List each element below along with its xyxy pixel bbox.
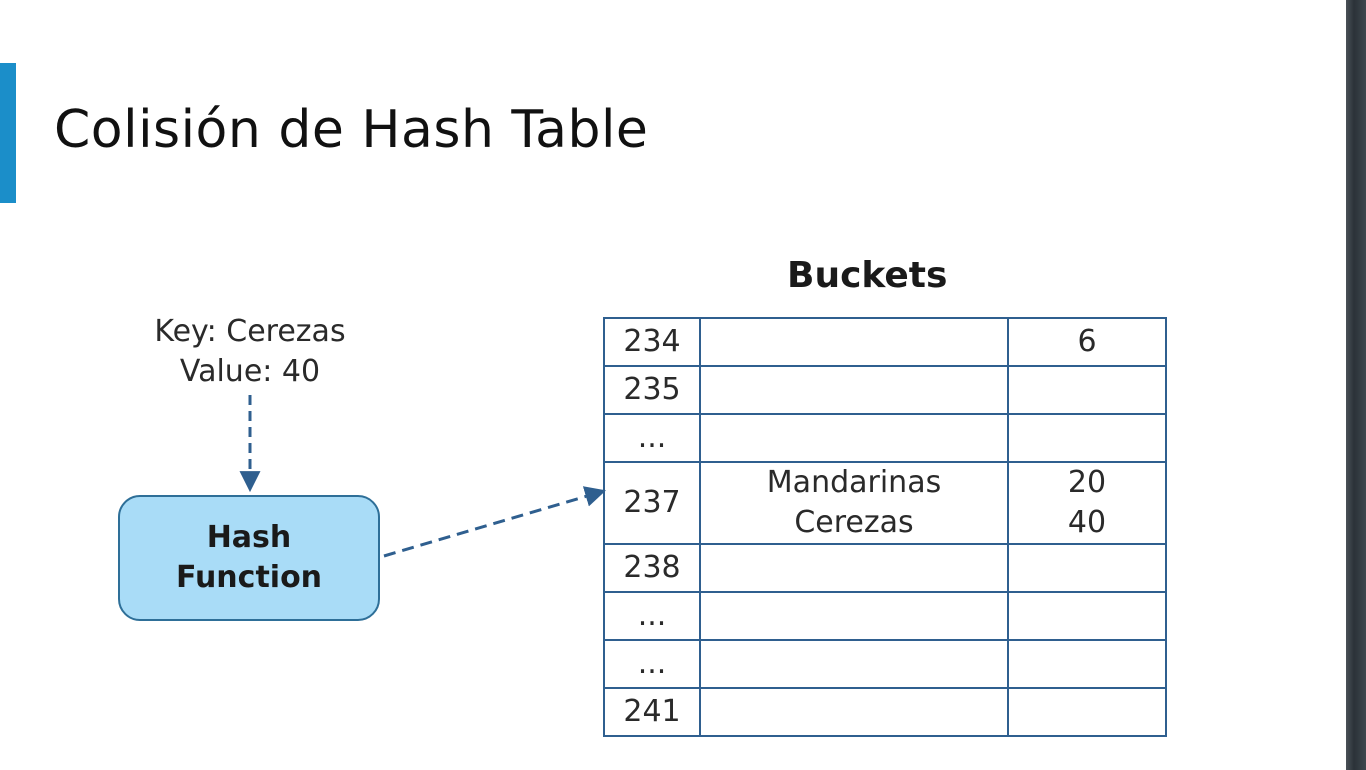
input-pair: Key: Cerezas Value: 40	[100, 312, 400, 392]
bucket-keys	[699, 317, 1009, 367]
bucket-row: 234 6	[603, 317, 1167, 367]
bucket-row: 238	[603, 543, 1167, 593]
bucket-keys	[699, 591, 1009, 641]
hash-function-line-2: Function	[175, 560, 323, 595]
bucket-values	[1007, 639, 1167, 689]
bucket-row: 241	[603, 687, 1167, 737]
bucket-value: 40	[1067, 505, 1107, 540]
bucket-row: 235	[603, 365, 1167, 415]
input-key: Key: Cerezas	[154, 314, 346, 349]
bucket-keys	[699, 365, 1009, 415]
buckets-title: Buckets	[787, 255, 948, 296]
bucket-value: 20	[1067, 465, 1107, 500]
bucket-values	[1007, 413, 1167, 463]
bucket-values	[1007, 591, 1167, 641]
bucket-keys	[699, 413, 1009, 463]
bucket-values: 6	[1007, 317, 1167, 367]
bucket-row: ...	[603, 591, 1167, 641]
hash-function-line-1: Hash	[206, 520, 292, 555]
bucket-index: 241	[603, 687, 701, 737]
accent-bar	[0, 63, 16, 203]
bucket-keys	[699, 639, 1009, 689]
bucket-values	[1007, 543, 1167, 593]
input-value: Value: 40	[179, 354, 321, 389]
bucket-value: 6	[1077, 324, 1097, 359]
bucket-keys	[699, 687, 1009, 737]
bucket-index: ...	[603, 639, 701, 689]
bucket-row: ...	[603, 639, 1167, 689]
bucket-index: 234	[603, 317, 701, 367]
bucket-index: ...	[603, 591, 701, 641]
bucket-index: 235	[603, 365, 701, 415]
slide-title: Colisión de Hash Table	[54, 100, 649, 160]
bucket-values	[1007, 365, 1167, 415]
bucket-key: Mandarinas	[766, 465, 942, 500]
bucket-index: 237	[603, 461, 701, 545]
bucket-row: ...	[603, 413, 1167, 463]
arrow-hash-to-bucket	[383, 486, 607, 558]
bucket-values	[1007, 687, 1167, 737]
bucket-keys	[699, 543, 1009, 593]
hash-function-box: Hash Function	[118, 495, 380, 621]
bucket-index: ...	[603, 413, 701, 463]
bucket-key: Cerezas	[794, 505, 914, 540]
bucket-index: 238	[603, 543, 701, 593]
window-edge	[1346, 0, 1366, 770]
